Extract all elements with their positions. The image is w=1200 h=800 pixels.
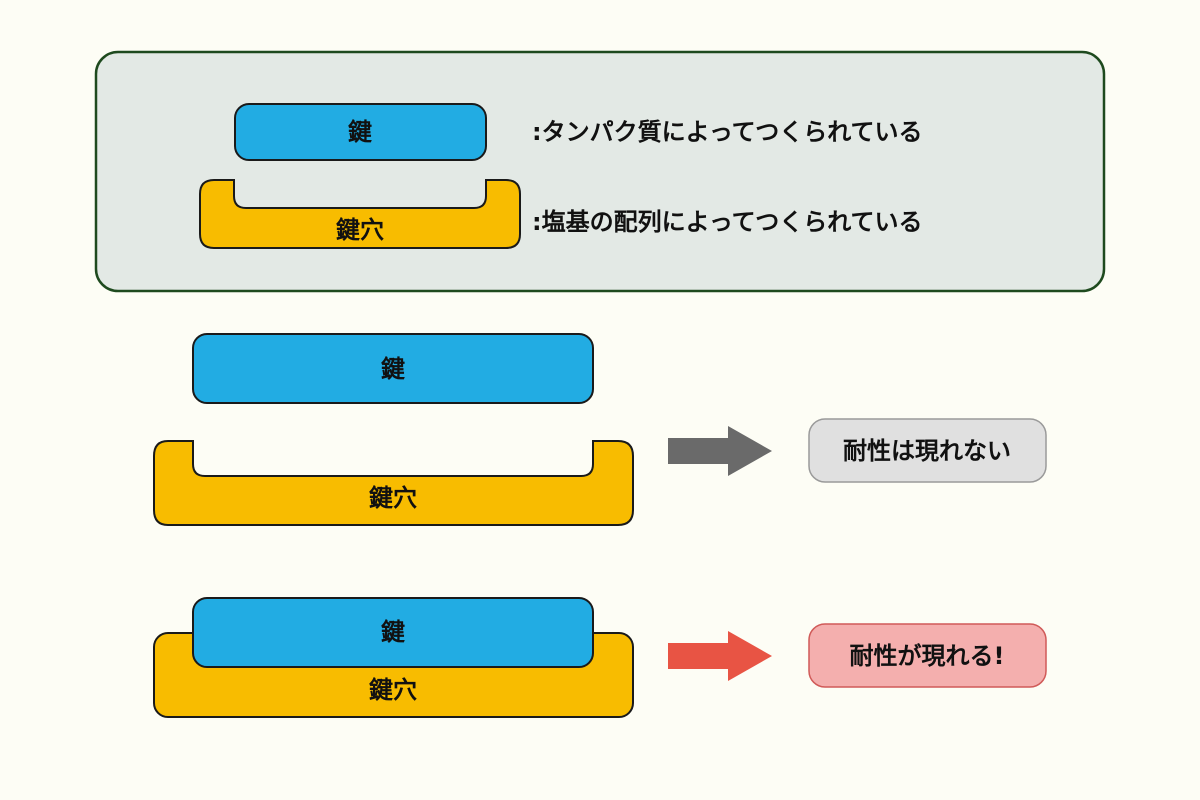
match-keyhole-label: 鍵穴 [369,676,417,704]
scenario-match: 鍵 鍵穴 耐性が現れる! [153,597,1047,718]
mismatch-key-shape [192,333,594,404]
legend-keyhole-shape [199,179,521,249]
mismatch-result-box [808,418,1047,483]
legend-key-label: 鍵 [348,118,372,146]
match-result-text: 耐性が現れる! [850,642,1005,670]
match-arrow-icon [668,631,772,681]
match-key-label: 鍵 [381,618,405,646]
legend-keyhole-description: :塩基の配列によってつくられている [532,208,922,236]
scenario-mismatch: 鍵 鍵穴 耐性は現れない [153,333,1047,526]
legend-key-description: :タンパク質によってつくられている [532,118,922,146]
legend-panel: 鍵 鍵穴 :タンパク質によってつくられている :塩基の配列によってつくられている [94,50,1106,293]
mismatch-keyhole-shape [153,440,634,526]
legend-box [94,50,1106,293]
mismatch-keyhole-label: 鍵穴 [369,484,417,512]
mismatch-result-text: 耐性は現れない [843,437,1011,465]
legend-keyhole-label: 鍵穴 [336,216,384,244]
mismatch-arrow-icon [668,426,772,476]
mismatch-key-label: 鍵 [381,355,405,383]
match-result-box [808,623,1047,688]
match-key-shape [192,597,594,668]
legend-key-shape [234,103,487,161]
